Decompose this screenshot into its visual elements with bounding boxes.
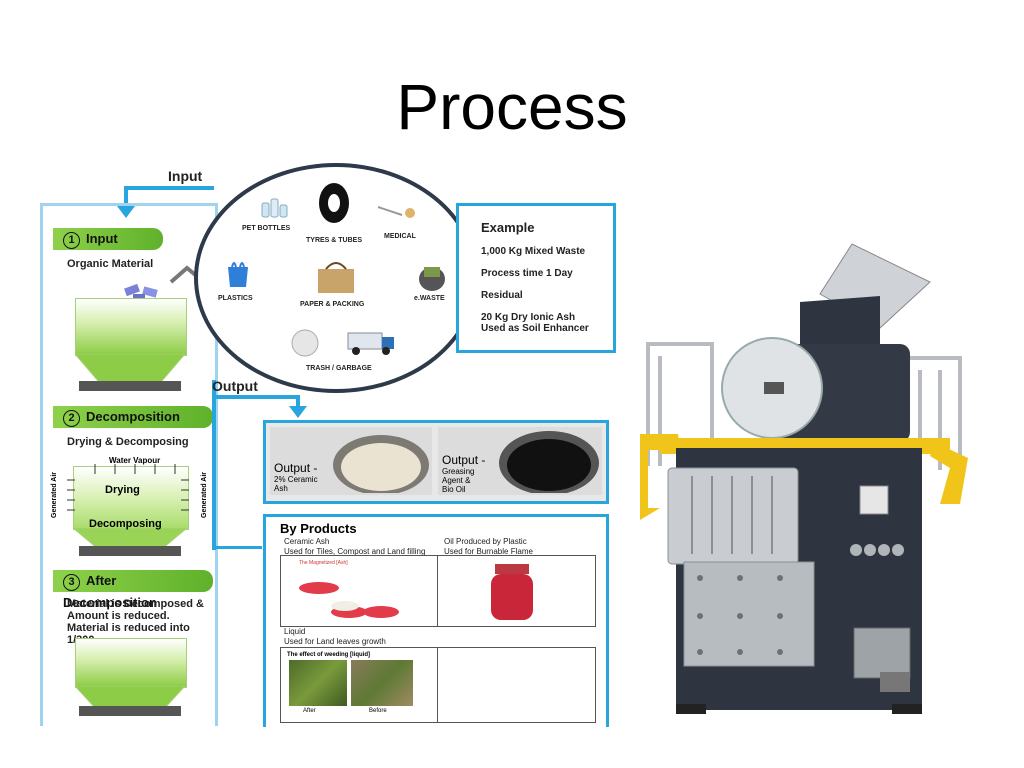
output-label: Output — [212, 378, 258, 394]
weeding-after-photo — [289, 660, 347, 706]
trash-bag-icon — [291, 329, 319, 357]
photo-row-divider — [437, 556, 438, 626]
waste-label-trash: TRASH / GARBAGE — [306, 365, 372, 372]
output-oil-sub3: Bio Oil — [442, 485, 466, 494]
output-oil-sub1: Greasing — [442, 467, 475, 476]
liquid-use: Used for Land leaves growth — [284, 637, 386, 646]
example-heading: Example — [481, 220, 535, 235]
waste-label-paper: PAPER & PACKING — [300, 301, 365, 308]
output-arrow-head — [289, 406, 307, 418]
output-oil-sub2: Agent & — [442, 476, 471, 485]
material-chute-icon — [124, 265, 201, 301]
oil-jar-photo — [491, 564, 533, 620]
decomposing-label: Decomposing — [89, 518, 162, 530]
water-vapour-label: Water Vapour — [109, 456, 161, 465]
panel-connector-vertical — [212, 380, 216, 550]
liquid-row-divider — [437, 648, 438, 722]
waste-label-medical: MEDICAL — [384, 233, 416, 240]
example-line-2: Process time 1 Day — [481, 268, 573, 279]
medical-icon — [377, 206, 415, 218]
step-3-line-1: Material is Decomposed & — [67, 598, 204, 610]
decomposition-machine-photo — [640, 243, 968, 714]
example-box: Example 1,000 Kg Mixed Waste Process tim… — [456, 203, 616, 353]
input-arrow-line — [124, 186, 214, 190]
liquid-photo-row: The effect of weeding [liquid] After Bef… — [280, 647, 596, 723]
ash-photo — [333, 435, 429, 493]
drying-label: Drying — [105, 484, 140, 496]
page-title: Process — [396, 71, 628, 143]
example-line-1: 1,000 Kg Mixed Waste — [481, 246, 586, 257]
step-1-hopper-base — [79, 381, 181, 391]
garbage-truck-icon — [347, 332, 394, 355]
by-products-photo-row: The Magnetized [Ash] — [280, 555, 596, 627]
input-label: Input — [168, 168, 203, 184]
waste-label-pet-bottles: PET BOTTLES — [242, 225, 291, 232]
waste-types-circle: PET BOTTLES TYRES & TUBES MEDICAL PLASTI… — [194, 163, 478, 393]
process-steps-panel: 1 Input Organic Material 2 Decomposition D… — [40, 203, 218, 726]
output-ash-label: Output - — [274, 461, 318, 475]
waste-label-plastics: PLASTICS — [218, 295, 253, 302]
example-line-3: Residual — [481, 290, 523, 301]
step-3-hopper-body — [75, 638, 187, 688]
step-3-line-2: Amount is reduced. — [67, 610, 170, 622]
by-products-heading: By Products — [280, 521, 357, 536]
panel-connector-horizontal — [212, 546, 262, 549]
pet-bottles-icon — [261, 198, 288, 218]
step-1-header: 1 Input — [53, 228, 163, 250]
output-ash-sub2: Ash — [274, 484, 288, 493]
waste-label-ewaste: e.WASTE — [414, 295, 445, 302]
output-arrow-line — [212, 395, 300, 399]
output-ash-tile: Output - 2% Ceramic Ash — [270, 427, 432, 495]
weeding-before-photo — [351, 660, 413, 706]
step-3-title: After Decomposition — [63, 573, 157, 610]
step-2-hopper-base — [79, 546, 181, 556]
output-oil-tile: Output - Greasing Agent & Bio Oil — [438, 427, 602, 495]
oil-photo — [499, 431, 599, 493]
step-1-hopper-body — [75, 298, 187, 356]
output-ash-sub1: 2% Ceramic — [274, 475, 318, 484]
step-1-hopper-funnel — [75, 354, 185, 383]
ceramic-ash-photo — [299, 582, 399, 618]
liquid-photo-caption: The effect of weeding [liquid] — [287, 652, 370, 658]
step-1-desc: Organic Material — [67, 258, 154, 270]
input-arrow-stem — [124, 186, 128, 210]
ash-photo-caption: The Magnetized [Ash] — [299, 560, 348, 566]
step-2-number: 2 — [63, 410, 80, 427]
by-products-box: By Products Ceramic Ash Used for Tiles, … — [263, 514, 609, 727]
output-box: Output - 2% Ceramic Ash Output - Greasin… — [263, 420, 609, 504]
example-line-4: 20 Kg Dry Ionic Ash — [481, 312, 576, 323]
step-2-header: 2 Decomposition — [53, 406, 213, 428]
step-2-title: Decomposition — [86, 409, 180, 424]
step-3-hopper-base — [79, 706, 181, 716]
before-label: Before — [369, 708, 387, 714]
e-waste-icon — [419, 267, 445, 291]
waste-label-tyres: TYRES & TUBES — [306, 237, 363, 244]
step-1-title: Input — [86, 231, 118, 246]
paper-bag-icon — [318, 262, 354, 293]
step-1-number: 1 — [63, 232, 80, 249]
step-3-number: 3 — [63, 574, 80, 591]
tyre-icon — [319, 183, 349, 223]
step-2-hopper-body — [73, 466, 189, 530]
ceramic-title: Ceramic Ash — [284, 537, 330, 546]
output-arrow-stem — [296, 395, 300, 409]
example-line-5: Used as Soil Enhancer — [481, 323, 589, 334]
step-2-desc: Drying & Decomposing — [67, 436, 189, 448]
liquid-title: Liquid — [284, 627, 306, 636]
after-label: After — [303, 708, 316, 714]
oil-use: Used for Burnable Flame — [444, 547, 533, 556]
input-arrow-head — [117, 206, 135, 218]
plastic-bag-icon — [228, 262, 248, 287]
airflow-arrows — [67, 464, 189, 511]
ceramic-use: Used for Tiles, Compost and Land filling — [284, 547, 426, 556]
output-oil-label: Output - — [442, 453, 486, 467]
oil-title: Oil Produced by Plastic — [444, 537, 527, 546]
